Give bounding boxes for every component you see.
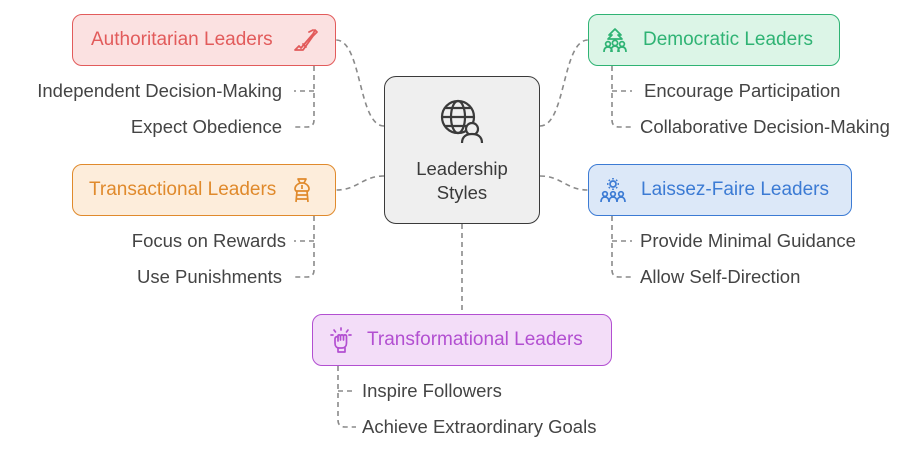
transformational-leaders-node: Transformational Leaders bbox=[312, 314, 612, 366]
authoritarian-leaders-title: Authoritarian Leaders bbox=[91, 29, 273, 50]
laissez-faire-item-1: Provide Minimal Guidance bbox=[640, 230, 856, 251]
democratic-leaders-title: Democratic Leaders bbox=[643, 29, 814, 50]
transformational-leaders-title: Transformational Leaders bbox=[367, 329, 583, 350]
transactional-leaders-node: Transactional Leaders bbox=[72, 164, 336, 216]
transformational-item-1: Inspire Followers bbox=[362, 380, 502, 401]
transformational-item-2: Achieve Extraordinary Goals bbox=[362, 416, 597, 437]
connector-transactional bbox=[335, 175, 385, 191]
connector-laissez-faire bbox=[539, 175, 589, 191]
authoritarian-item-1: Independent Decision-Making bbox=[37, 80, 282, 101]
transactional-item-1: Focus on Rewards bbox=[131, 230, 286, 251]
center-title-line1: Leadership bbox=[416, 158, 508, 179]
laissez-faire-leaders-title: Laissez-Faire Leaders bbox=[641, 179, 829, 200]
rifle-icon bbox=[291, 26, 319, 54]
people-gear-icon bbox=[599, 176, 627, 204]
democratic-item-1: Encourage Participation bbox=[644, 80, 841, 101]
center-title-line2: Styles bbox=[436, 182, 488, 203]
authoritarian-leaders-node: Authoritarian Leaders bbox=[72, 14, 336, 66]
transactional-leaders-title: Transactional Leaders bbox=[89, 179, 277, 200]
raised-fist-icon bbox=[327, 326, 355, 354]
money-bag-ladder-icon bbox=[288, 176, 316, 204]
connector-democratic bbox=[539, 39, 589, 127]
laissez-faire-item-2: Allow Self-Direction bbox=[640, 266, 801, 287]
group-tree-icon bbox=[601, 26, 629, 54]
globe-user-icon bbox=[436, 95, 488, 153]
connector-authoritarian bbox=[335, 39, 385, 127]
democratic-leaders-node: Democratic Leaders bbox=[588, 14, 840, 66]
laissez-faire-leaders-node: Laissez-Faire Leaders bbox=[588, 164, 852, 216]
center-node: Leadership Styles bbox=[384, 76, 540, 224]
authoritarian-item-2: Expect Obedience bbox=[130, 116, 282, 137]
transactional-item-2: Use Punishments bbox=[137, 266, 282, 287]
democratic-item-2: Collaborative Decision-Making bbox=[640, 116, 890, 137]
